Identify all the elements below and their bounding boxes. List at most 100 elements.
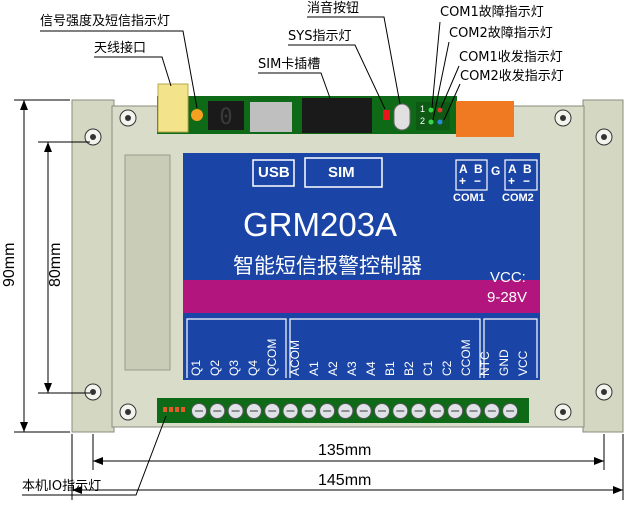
panel-sim-label: SIM bbox=[328, 164, 355, 181]
label-io-light: 本机IO指示灯 bbox=[22, 479, 102, 494]
dimension-lines bbox=[14, 99, 624, 500]
com2-minus-label: − bbox=[523, 174, 531, 188]
pin-label: B1 bbox=[383, 361, 397, 376]
arrow bbox=[44, 383, 52, 393]
com1-plus-label: + bbox=[459, 174, 467, 188]
mount-holes bbox=[84, 109, 613, 421]
mute-button[interactable] bbox=[393, 103, 411, 131]
led-row-2-label: 2 bbox=[420, 116, 426, 126]
label-com1-fault: COM1故障指示灯 bbox=[440, 5, 544, 20]
mount-hole-center bbox=[560, 115, 566, 121]
panel-vcc-range: 9-28V bbox=[487, 289, 528, 306]
dimension-arrows bbox=[20, 100, 623, 494]
pin-label: GND bbox=[497, 349, 511, 376]
pin-label: A4 bbox=[364, 361, 378, 376]
pin-label: A1 bbox=[307, 361, 321, 376]
com1-b-label: B bbox=[474, 162, 483, 176]
panel-product-name: 智能短信报警控制器 bbox=[233, 255, 422, 278]
sys-led bbox=[383, 110, 390, 120]
com2-rxtx-led bbox=[437, 119, 443, 125]
io-led bbox=[175, 407, 179, 412]
leader-sim bbox=[258, 72, 331, 99]
com2-a-label: A bbox=[508, 162, 517, 176]
arrow bbox=[613, 486, 623, 494]
antenna-connector bbox=[157, 83, 189, 133]
label-signal-light: 信号强度及短信指示灯 bbox=[40, 14, 171, 29]
leader-com1-fault bbox=[431, 21, 441, 109]
arrow bbox=[20, 422, 28, 432]
q-pin-frame bbox=[186, 318, 287, 378]
com1-fault-led bbox=[428, 107, 434, 113]
terminal-screws bbox=[191, 403, 519, 419]
com1-minus-label: − bbox=[474, 174, 482, 188]
sim-box bbox=[304, 157, 383, 188]
leader-signal bbox=[40, 30, 198, 109]
leader-sys bbox=[288, 44, 386, 110]
usb-box bbox=[252, 159, 295, 187]
io-led bbox=[169, 407, 173, 412]
label-com1-rxtx: COM1收发指示灯 bbox=[459, 50, 563, 65]
dim-145-label: 145mm bbox=[318, 472, 372, 489]
mount-hole-center bbox=[560, 409, 566, 415]
com2-label: COM2 bbox=[502, 192, 534, 204]
usb-block bbox=[250, 102, 292, 132]
dim-135-label: 135mm bbox=[318, 442, 372, 459]
leader-com2-fault bbox=[432, 41, 450, 121]
label-com2-fault: COM2故障指示灯 bbox=[449, 26, 553, 41]
label-sys-light: SYS指示灯 bbox=[288, 29, 352, 44]
dim-90-label: 90mm bbox=[1, 242, 18, 287]
com1-label: COM1 bbox=[453, 192, 485, 204]
com2-box bbox=[504, 159, 538, 191]
arrow bbox=[594, 457, 604, 465]
pin-label: QCOM bbox=[265, 338, 279, 376]
mount-hole-center bbox=[125, 409, 131, 415]
label-com2-rxtx: COM2收发指示灯 bbox=[460, 69, 564, 84]
right-flange bbox=[582, 99, 624, 433]
com1-rxtx-led bbox=[437, 107, 443, 113]
pin-label: Q1 bbox=[189, 359, 203, 376]
mount-hole-center bbox=[90, 389, 96, 395]
com-connector bbox=[456, 101, 514, 137]
leader-com2-rxtx bbox=[443, 83, 461, 121]
left-flange bbox=[71, 99, 115, 433]
mount-hole-center bbox=[601, 389, 607, 395]
a-pin-frame bbox=[289, 318, 481, 378]
arrow bbox=[20, 100, 28, 110]
com-g-label: G bbox=[491, 164, 501, 178]
io-leds bbox=[163, 407, 185, 412]
label-sim-slot: SIM卡插槽 bbox=[258, 57, 321, 72]
signal-led bbox=[191, 109, 203, 121]
pin-label: Q4 bbox=[246, 359, 260, 376]
dim-80-label: 80mm bbox=[47, 242, 64, 287]
leader-antenna bbox=[94, 56, 172, 87]
panel-vcc-label: VCC: bbox=[490, 269, 526, 286]
io-led bbox=[163, 407, 167, 412]
pin-label: C1 bbox=[421, 360, 435, 376]
arrow bbox=[44, 142, 52, 152]
leader-com1-rxtx bbox=[440, 65, 460, 109]
pin-label: C2 bbox=[440, 360, 454, 376]
side-rail bbox=[124, 154, 171, 371]
label-mute-button: 消音按钮 bbox=[307, 1, 360, 16]
leader-io bbox=[22, 415, 167, 496]
com1-box bbox=[455, 159, 488, 191]
pin-label: Q3 bbox=[227, 359, 241, 376]
pin-label: ACOM bbox=[288, 340, 302, 376]
voltage-band bbox=[183, 280, 540, 313]
leader-lines bbox=[22, 16, 461, 496]
com2-plus-label: + bbox=[508, 174, 516, 188]
pin-label: A2 bbox=[326, 361, 340, 376]
pin-label: NTC bbox=[478, 351, 492, 376]
panel-usb-label: USB bbox=[258, 164, 290, 181]
power-pin-frame bbox=[483, 318, 538, 378]
sim-slot bbox=[302, 98, 372, 133]
com2-fault-led bbox=[428, 119, 434, 125]
pin-label: VCC bbox=[516, 350, 530, 376]
pin-label: B2 bbox=[402, 361, 416, 376]
pin-label: Q2 bbox=[208, 359, 222, 376]
led-row-1-label: 1 bbox=[420, 104, 426, 114]
arrow bbox=[93, 457, 103, 465]
mount-hole-center bbox=[601, 134, 607, 140]
